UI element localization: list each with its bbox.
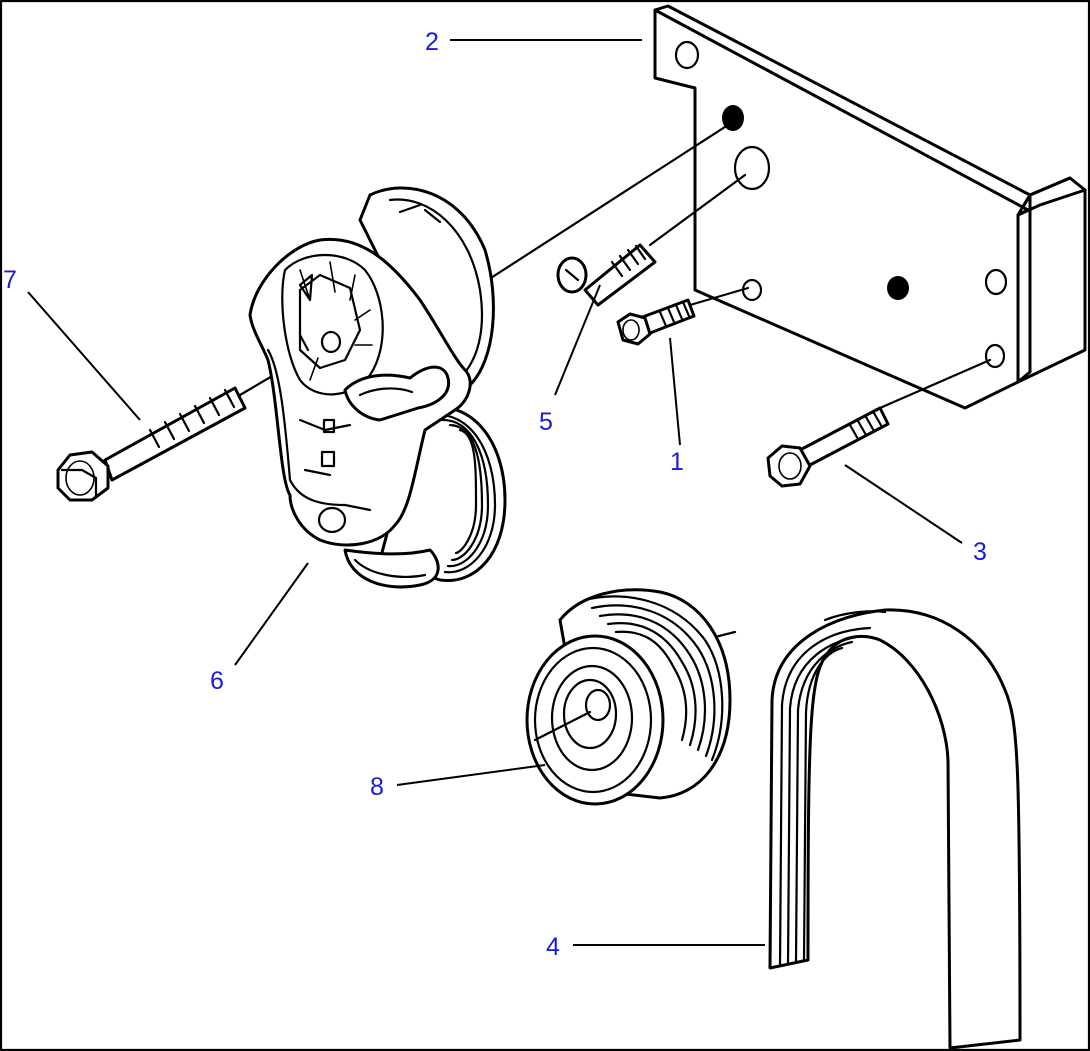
part-6-belt-tensioner (248, 186, 507, 589)
part-3-flange-bolt (766, 358, 992, 488)
axis-line-tensioner (478, 123, 730, 287)
leader-line-1 (669, 337, 681, 446)
callout-1: 1 (670, 448, 684, 476)
leader-line-8 (396, 764, 546, 786)
leader-line-3 (844, 464, 963, 544)
part-1-hex-bolt (616, 286, 750, 346)
callout-3: 3 (973, 538, 987, 566)
leader-lines (27, 39, 963, 946)
callout-7: 7 (3, 266, 17, 294)
callout-5: 5 (539, 408, 553, 436)
callout-8: 8 (370, 773, 384, 801)
callout-4: 4 (546, 933, 560, 961)
leader-line-6 (234, 562, 309, 666)
callout-6: 6 (210, 667, 224, 695)
leader-line-7 (27, 291, 141, 421)
part-2-bracket (653, 4, 1087, 410)
part-8-idler-pulley (525, 588, 737, 806)
callout-2: 2 (425, 28, 439, 56)
part-7-long-bolt (56, 340, 332, 502)
leader-line-5 (554, 284, 601, 396)
part-4-belt (768, 608, 1022, 1050)
callout-labels: 2 7 5 1 3 6 8 4 (3, 28, 987, 961)
